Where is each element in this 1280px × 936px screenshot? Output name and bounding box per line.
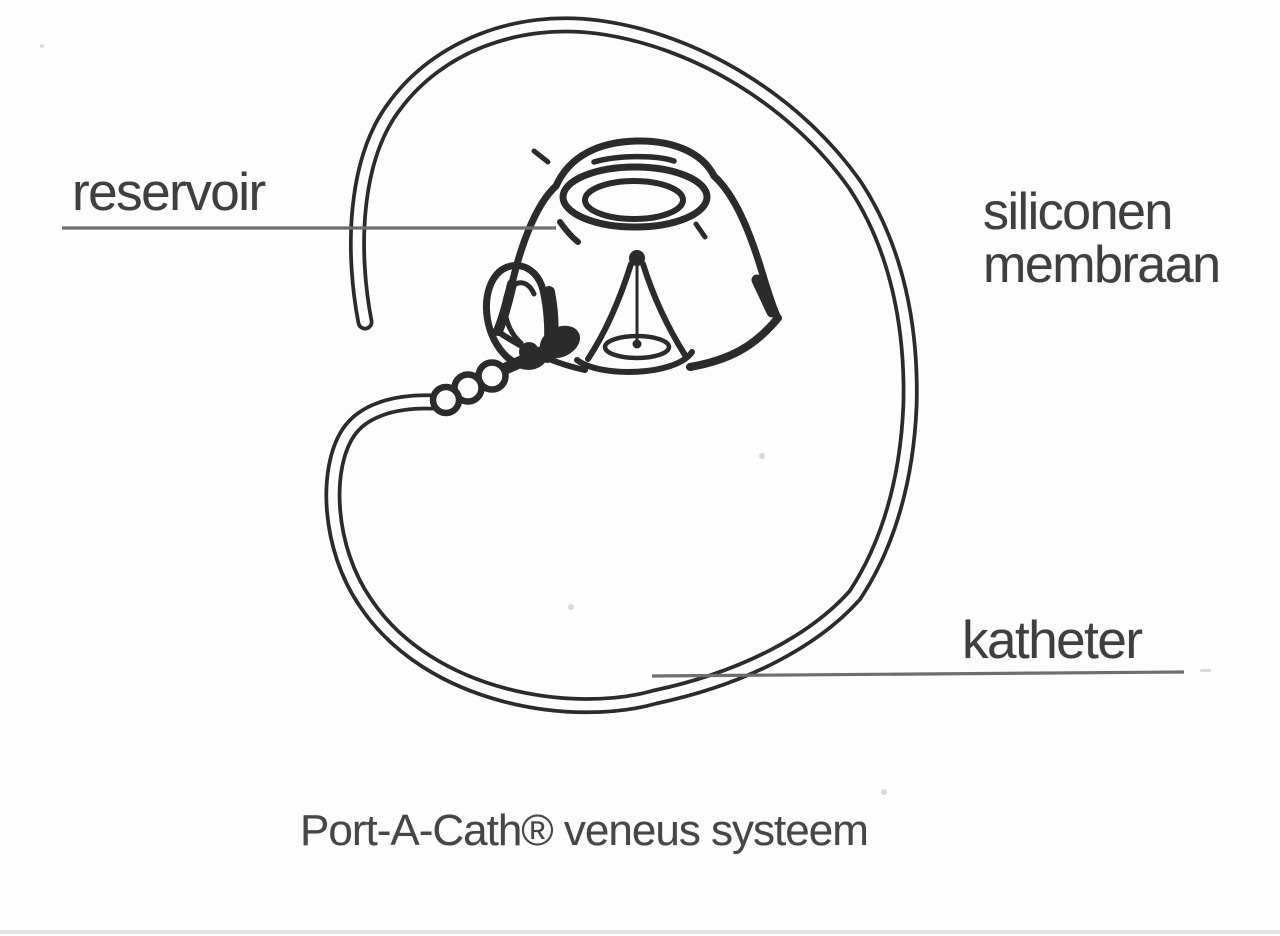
needle-cone-right-edge xyxy=(640,261,688,358)
label-reservoir: reservoir xyxy=(72,163,266,222)
label-siliconen-membraan-line1: siliconen xyxy=(983,183,1173,241)
suture-ear-inner xyxy=(502,280,537,346)
connector-hub xyxy=(539,325,581,359)
label-siliconen-membraan: siliconen membraan xyxy=(983,183,1221,294)
needle-cone-base xyxy=(574,349,695,375)
scan-bottom-edge xyxy=(0,930,1280,934)
catheter-connector xyxy=(429,325,581,417)
needle-base-dot xyxy=(632,339,642,349)
scan-speckles xyxy=(40,44,1211,795)
label-siliconen-membraan-line2: membraan xyxy=(983,236,1221,294)
septum-rim-hint xyxy=(591,153,677,165)
connector-ridge-3 xyxy=(429,383,463,417)
katheter-tube-wall xyxy=(324,16,919,715)
figure-caption: Port-A-Cath® veneus systeem xyxy=(300,806,869,855)
rim-tick-right xyxy=(693,221,708,240)
septum-inner-ring xyxy=(582,178,686,222)
dome-top-outline xyxy=(552,137,718,190)
katheter-tube-lumen xyxy=(328,20,915,711)
dome-tick-top-left xyxy=(531,148,551,165)
katheter-tube xyxy=(324,16,919,715)
katheter-leader-line xyxy=(651,670,1185,678)
septum-outer-ring xyxy=(559,163,711,231)
dome-bottom-right xyxy=(686,314,782,371)
needle-cone-left-edge xyxy=(585,261,634,362)
dome-right-shade xyxy=(751,274,778,318)
port-reservoir-body xyxy=(482,137,782,375)
rim-tick-left xyxy=(557,219,581,245)
connector-knob xyxy=(519,342,539,362)
label-katheter: katheter xyxy=(962,611,1143,670)
